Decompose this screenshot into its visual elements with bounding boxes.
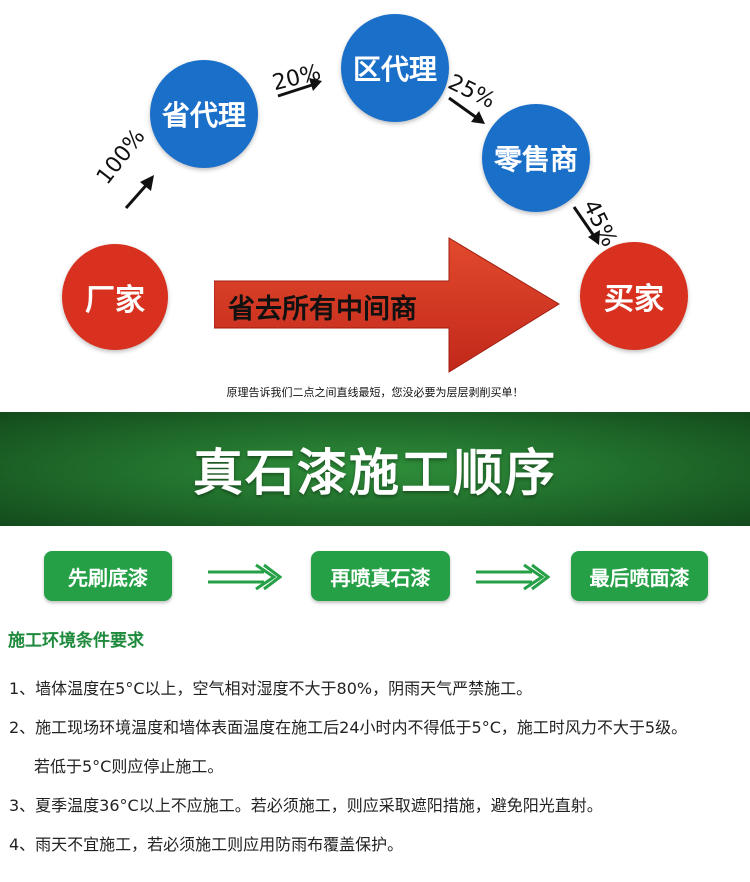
requirement-item: 2、施工现场环境温度和墙体表面温度在施工后24小时内不得低于5°C，施工时风力不… [9,718,688,737]
section-banner: 真石漆施工顺序 [0,412,750,526]
step-topcoat: 最后喷面漆 [571,551,708,601]
requirement-item: 3、夏季温度36°C以上不应施工。若必须施工，则应采取遮阳措施，避免阳光直射。 [9,796,603,815]
provincial-agent-node: 省代理 [150,60,258,168]
double-arrow-icon [208,563,282,591]
district-agent-label: 区代理 [352,53,437,86]
retailer-node: 零售商 [482,104,590,212]
district-agent-node: 区代理 [341,14,449,122]
buyer-label: 买家 [604,282,664,317]
requirements-title: 施工环境条件要求 [8,631,144,651]
arrow-down-right-icon [448,96,485,124]
principle-note: 原理告诉我们二点之间直线最短，您没必要为层层剥削买单！ [226,386,524,399]
retailer-label: 零售商 [493,143,578,176]
manufacturer-node: 厂家 [62,244,168,350]
arrow-up-right-icon [124,175,154,209]
double-arrow-icon [476,563,550,591]
buyer-node: 买家 [580,242,688,350]
arrow-up-right-icon [277,78,322,98]
provincial-agent-label: 省代理 [161,99,246,132]
big-arrow-label: 省去所有中间商 [228,294,417,325]
step-label: 再喷真石漆 [330,565,431,590]
step-stone-paint: 再喷真石漆 [311,551,450,601]
banner-title: 真石漆施工顺序 [193,444,557,502]
manufacturer-label: 厂家 [85,283,145,318]
requirement-item: 1、墙体温度在5°C以上，空气相对湿度不大于80%，阴雨天气严禁施工。 [9,679,533,698]
requirement-item: 4、雨天不宜施工，若必须施工则应用防雨布覆盖保护。 [9,835,404,854]
arrow-down-right-icon [572,206,600,245]
step-label: 先刷底漆 [68,565,148,590]
step-primer: 先刷底漆 [44,551,172,601]
big-red-arrow-icon [214,237,560,373]
step-label: 最后喷面漆 [589,565,690,590]
requirement-item: 若低于5°C则应停止施工。 [34,757,224,776]
